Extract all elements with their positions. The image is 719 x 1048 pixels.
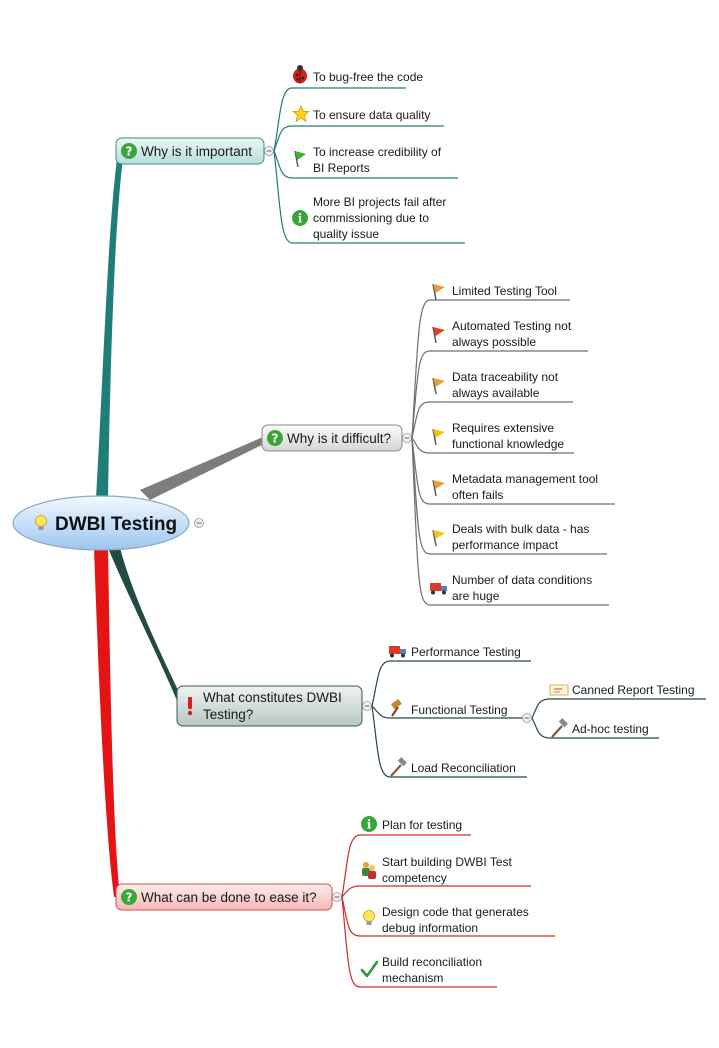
node-label: To bug-free the code [313,70,423,84]
orange-flag-icon [432,283,445,301]
topic-label: Why is it important [141,144,252,159]
svg-text:?: ? [126,891,133,905]
branch-connector-important [96,152,124,498]
node-label: To ensure data quality [313,108,430,122]
yellow-flag-icon [432,428,445,446]
node-label: performance impact [452,538,559,552]
node-label: Deals with bulk data - has [452,522,589,536]
checkmark-icon [360,960,379,978]
svg-text:?: ? [126,145,133,159]
question-icon: ? [121,143,137,159]
root-title: DWBI Testing [55,514,177,535]
svg-text:i: i [367,818,372,832]
question-icon: ? [267,430,283,446]
svg-text:i: i [298,212,303,226]
branch-what-constitutes: What constitutes DWBI Testing? Performan… [176,645,706,778]
gavel-icon [390,699,402,717]
node-label: More BI projects fail after [313,195,446,209]
node-label: often fails [452,488,503,502]
truck-icon [389,646,406,658]
connectors [371,660,706,778]
node-label: mechanism [382,971,443,985]
node-label: commissioning due to [313,211,429,225]
node-label: Build reconciliation [382,955,482,969]
branch-what-can-be-done: ? What can be done to ease it? i Plan fo… [115,816,555,988]
topic-why-difficult[interactable] [261,424,403,452]
node-label: functional knowledge [452,437,564,451]
node-label: are huge [452,589,500,603]
ticket-icon [549,684,569,696]
node-label: Start building DWBI Test [382,855,512,869]
node-label: competency [382,871,447,885]
connectors [411,299,615,606]
hammer-icon [390,757,407,777]
node-label: Design code that generates [382,905,529,919]
node-label: Number of data conditions [452,573,592,587]
connectors [341,834,555,988]
node-label: Canned Report Testing [572,683,695,697]
main-branches [94,152,266,897]
topic-label: Testing? [203,707,253,722]
topic-label: What constitutes DWBI [203,690,342,705]
node-label: Automated Testing not [452,319,572,333]
yellow-flag-icon [432,529,445,547]
node-label: Functional Testing [411,703,508,717]
connectors [273,87,465,244]
hammer-icon [551,718,568,738]
branch-why-important: ? Why is it important To bug-free the co… [115,65,465,244]
node-label: BI Reports [313,161,370,175]
topic-why-important[interactable] [115,137,265,165]
node-label: quality issue [313,227,379,241]
node-label: To increase credibility of [313,145,442,159]
node-label: Load Reconciliation [411,761,516,775]
node-label: always possible [452,335,536,349]
truck-icon [430,583,447,595]
branch-connector-constitutes [108,548,184,703]
node-label: Metadata management tool [452,472,598,486]
lightbulb-icon [363,910,375,925]
ladybug-icon [293,65,307,84]
lightbulb-icon [35,515,47,530]
node-label: always available [452,386,540,400]
branch-connector-ease [94,548,120,897]
orange-flag-icon [432,377,445,395]
exclamation-icon [187,697,193,716]
branch-connector-difficult [140,437,266,500]
node-label: Limited Testing Tool [452,284,557,298]
branch-why-difficult: ? Why is it difficult? Limited Testing T… [261,283,615,606]
topic-label: What can be done to ease it? [141,890,317,905]
topic-label: Why is it difficult? [287,431,391,446]
topic-what-can-be-done[interactable] [115,883,333,911]
people-icon [362,862,376,879]
root-node[interactable]: DWBI Testing [12,495,204,551]
node-label: Data traceability not [452,370,559,384]
svg-text:?: ? [272,432,279,446]
node-label: Performance Testing [411,645,521,659]
node-label: Plan for testing [382,818,462,832]
info-icon: i [361,816,377,832]
info-icon: i [292,210,308,226]
red-flag-icon [432,326,445,344]
green-flag-icon [294,150,306,168]
star-icon [292,105,310,123]
node-label: Requires extensive [452,421,554,435]
question-icon: ? [121,889,137,905]
orange-flag-icon [432,479,445,497]
node-label: Ad-hoc testing [572,722,649,736]
node-label: debug information [382,921,478,935]
topic-what-constitutes[interactable] [176,685,363,727]
